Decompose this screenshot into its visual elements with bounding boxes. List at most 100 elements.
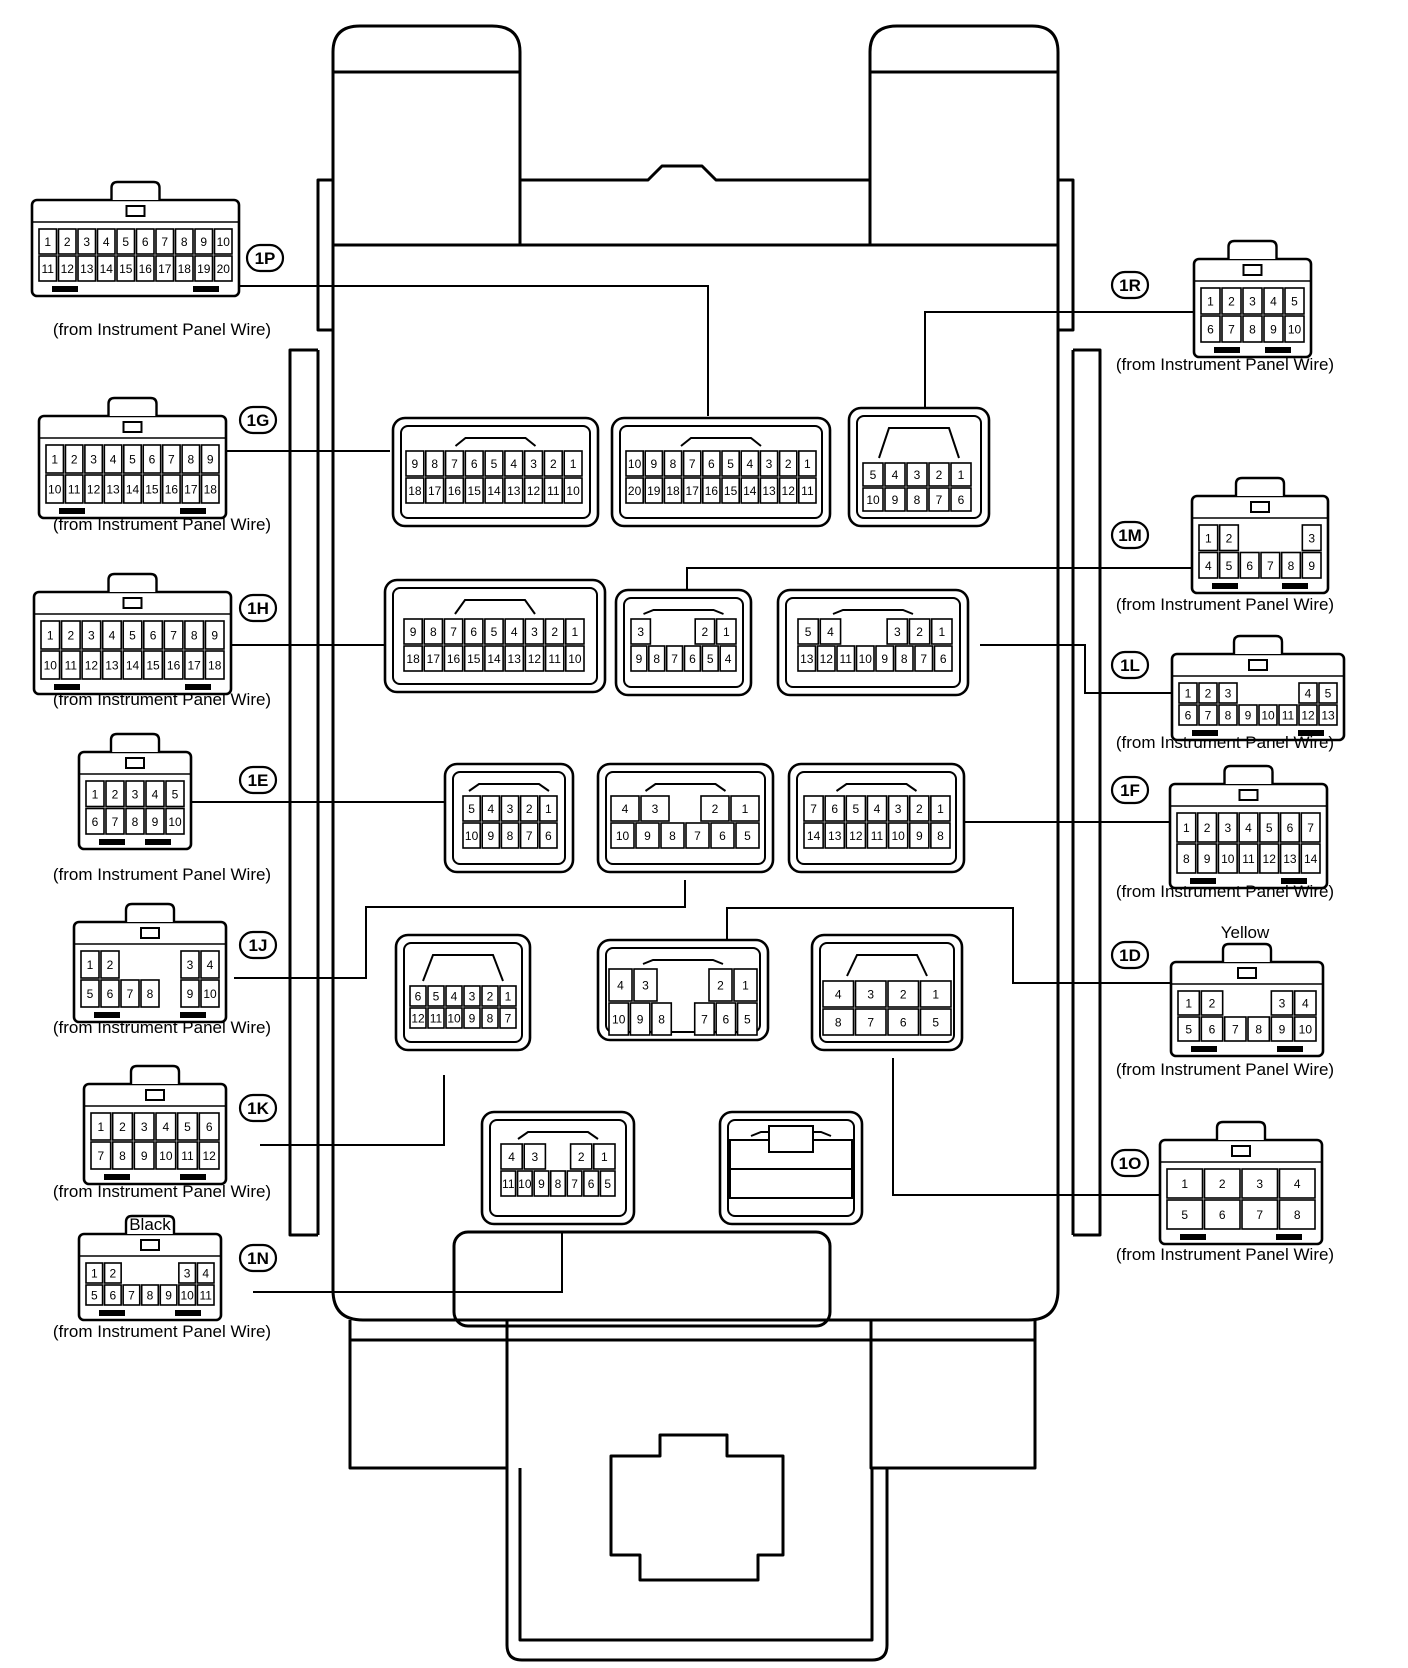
socket-12-pin-3: 3 <box>867 988 874 1002</box>
socket-4-pin-8: 8 <box>430 625 437 639</box>
socket-4-cell <box>544 645 565 672</box>
socket-6-pin-2: 2 <box>916 625 923 639</box>
connector-1r-foot <box>1214 347 1240 353</box>
badge-1r: 1R <box>1110 270 1150 300</box>
socket-12-cell <box>822 980 855 1008</box>
connector-1d-pin-3: 3 <box>1279 997 1286 1011</box>
connector-1g-pin-5: 5 <box>129 453 136 467</box>
socket-4-cell <box>463 645 484 672</box>
socket-2-pin-11: 11 <box>801 484 814 498</box>
connector-1g-pin-15: 15 <box>145 483 159 497</box>
connector-1j-lock-tab <box>140 927 160 939</box>
connector-1o-pin-8: 8 <box>1294 1208 1301 1222</box>
socket-13-cell <box>569 1143 593 1170</box>
connector-1o-pin-4: 4 <box>1294 1177 1301 1191</box>
socket-2-cell <box>759 477 779 504</box>
connector-1p-lock-tab <box>125 205 146 217</box>
connector-1f-cell <box>1300 843 1321 874</box>
connector-1e-latch <box>109 732 161 752</box>
connector-1d-cell <box>1200 1016 1224 1042</box>
badge-1h: 1H <box>238 593 278 623</box>
connector-1k-subtitle: (from Instrument Panel Wire) <box>53 1182 271 1201</box>
connector-1m-pin-4: 4 <box>1205 559 1212 573</box>
socket-10-cell <box>427 985 445 1007</box>
connector-1g-cell <box>84 474 104 504</box>
connector-1d-cell <box>1177 1016 1201 1042</box>
connector-1g-cell <box>142 444 162 474</box>
connector-1j-pin-2: 2 <box>107 958 114 972</box>
socket-7-cell <box>519 822 539 849</box>
socket-7-pin-4: 4 <box>487 802 494 816</box>
connector-1l-foot <box>1298 730 1324 736</box>
connector-1h-pin-4: 4 <box>109 629 116 643</box>
socket-10-cell <box>463 1007 481 1029</box>
connector-1p-pin-3: 3 <box>83 235 90 249</box>
socket-13-cell <box>500 1170 517 1197</box>
socket-14-key <box>768 1125 814 1153</box>
socket-13-pin-4: 4 <box>508 1150 515 1164</box>
socket-10-pin-7: 7 <box>505 1012 512 1026</box>
socket-8-pin-7: 7 <box>694 829 701 843</box>
badge-1r-outline <box>1110 270 1150 300</box>
connector-1g-foot <box>59 508 85 514</box>
connector-1k-pin-11: 11 <box>181 1149 194 1163</box>
connector-1h-pin-6: 6 <box>150 629 157 643</box>
connector-1d-subtitle: (from Instrument Panel Wire) <box>1116 1060 1334 1079</box>
socket-8-cell <box>710 822 735 849</box>
socket-2-pin-6: 6 <box>708 457 715 471</box>
socket-9-cell <box>824 795 846 822</box>
connector-1h-cell <box>163 620 184 650</box>
socket-13-latch <box>517 1131 599 1140</box>
socket-6-latch <box>832 609 914 615</box>
socket-3-pin-2: 2 <box>936 468 943 482</box>
socket-1-pin-11: 11 <box>547 484 560 498</box>
connector-1d-pin-5: 5 <box>1185 1023 1192 1037</box>
connector-1k-cell <box>176 1112 199 1141</box>
socket-2-cell <box>625 477 645 504</box>
socket-5-cell <box>715 618 737 645</box>
socket-2-pin-14: 14 <box>743 484 757 498</box>
connector-1l-cell <box>1298 682 1318 704</box>
socket-8-pin-6: 6 <box>719 829 726 843</box>
socket-3-cell <box>884 462 906 487</box>
socket-2-cell <box>740 450 760 477</box>
connector-1l-cell <box>1218 682 1238 704</box>
socket-12-cell <box>919 980 952 1008</box>
socket-1-cell <box>464 477 484 504</box>
connector-1e-pin-6: 6 <box>92 815 99 829</box>
connector-1h-pin-10: 10 <box>44 659 58 673</box>
socket-1-latch <box>454 437 537 447</box>
socket-9-pin-12: 12 <box>849 829 863 843</box>
socket-13-pin-7: 7 <box>571 1177 578 1191</box>
connector-1l-lock-tab <box>1248 659 1268 671</box>
connector-1n-cell <box>103 1262 122 1284</box>
socket-9-pin-14: 14 <box>807 829 821 843</box>
socket-9-pin-11: 11 <box>871 829 884 843</box>
connector-1e-pin-9: 9 <box>152 815 159 829</box>
connector-1k-pin-1: 1 <box>97 1120 104 1134</box>
socket-13-cell <box>549 1170 567 1197</box>
connector-1l-foot <box>1192 730 1218 736</box>
connector-1p-cell <box>194 228 214 255</box>
connector-1g-pin-2: 2 <box>71 453 78 467</box>
socket-6-cell <box>797 645 817 672</box>
socket-9-cell <box>803 822 824 849</box>
connector-1n-pin-9: 9 <box>165 1289 172 1303</box>
connector-1r-foot <box>1265 347 1291 353</box>
connector-1j-cell <box>100 950 120 979</box>
connector-1p-cell <box>116 255 136 282</box>
socket-6-pin-10: 10 <box>859 652 873 666</box>
socket-6-cell <box>875 645 895 672</box>
connector-1p-cell <box>155 228 175 255</box>
badge-1p: 1P <box>245 243 285 273</box>
connector-1l-cell <box>1318 704 1338 726</box>
socket-4-pin-16: 16 <box>447 652 461 666</box>
